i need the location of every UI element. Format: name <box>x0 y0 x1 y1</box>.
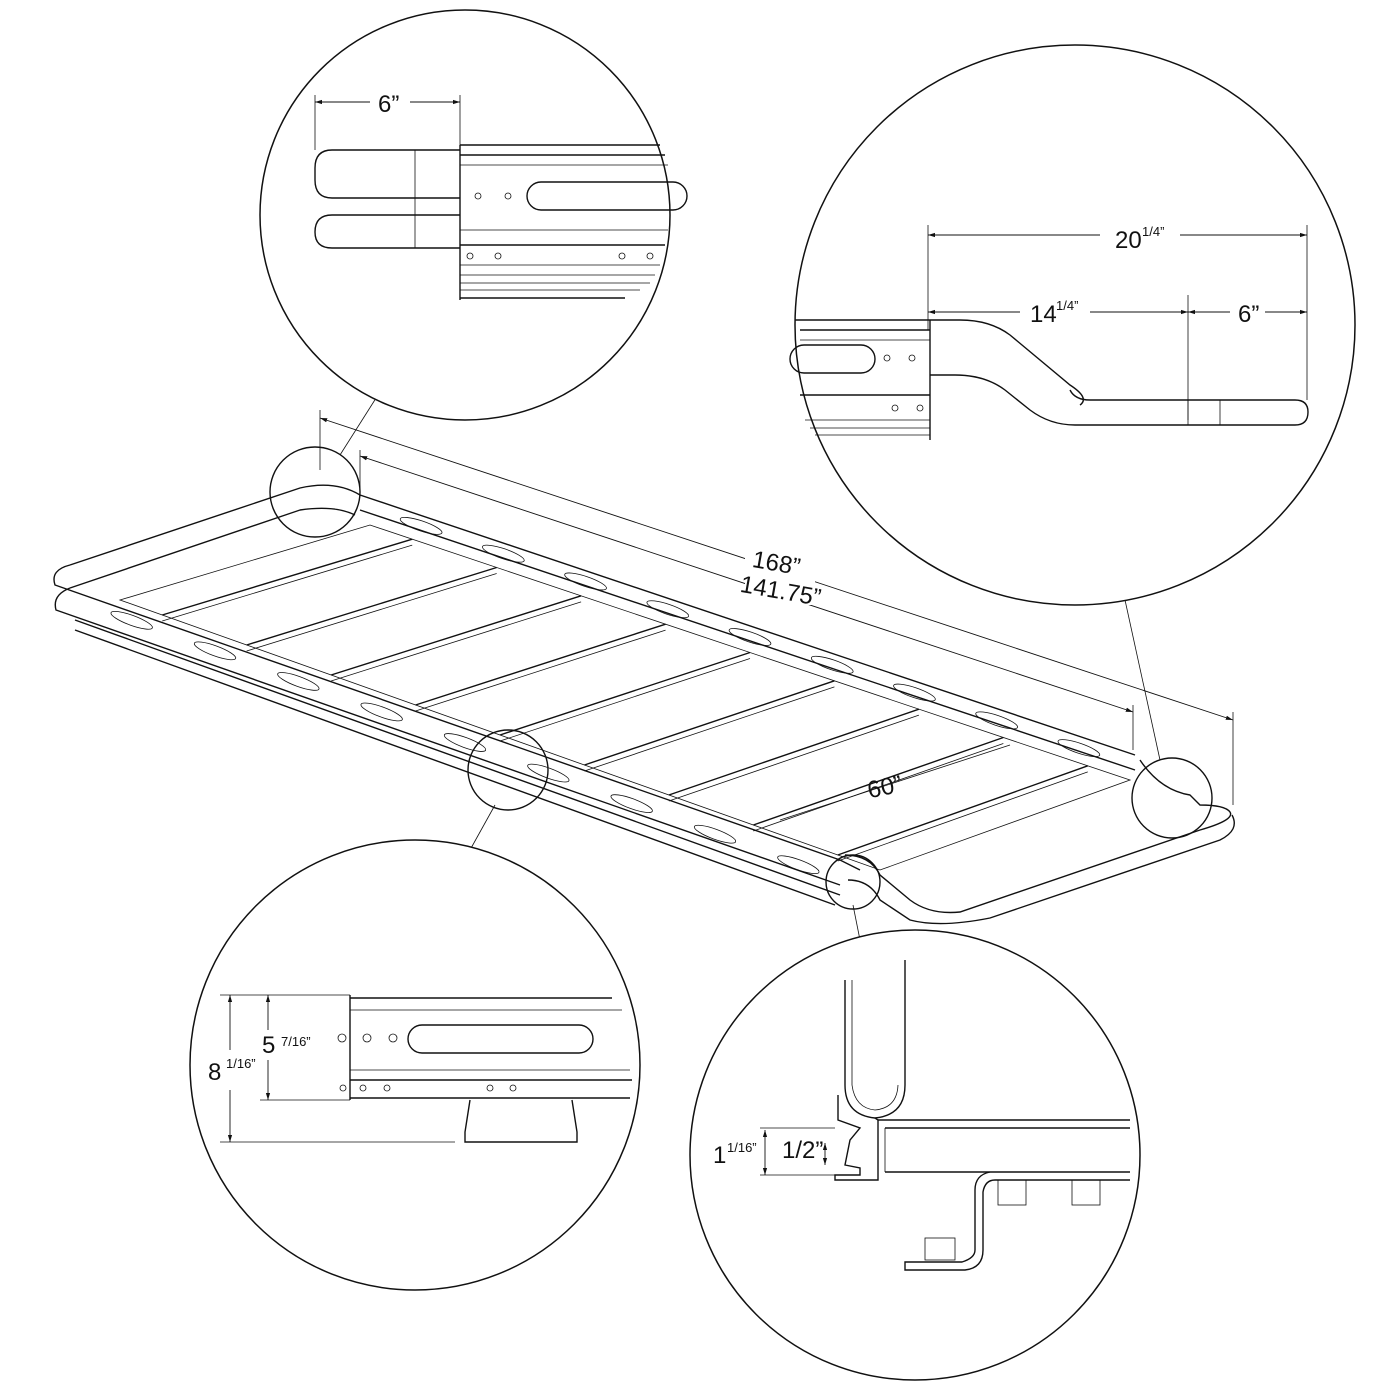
slot-width-label: 1/2” <box>782 1137 823 1164</box>
rail-height-whole: 5 <box>262 1032 275 1059</box>
detail-marker-corner <box>269 446 361 538</box>
crossbar <box>330 601 582 682</box>
detail-marker-bend <box>1131 757 1213 839</box>
detail-marker-profile <box>825 854 881 910</box>
overall-height-whole: 8 <box>208 1059 221 1086</box>
crossbar <box>837 771 1088 862</box>
profile-height-whole: 1 <box>713 1142 726 1169</box>
profile-height-fraction: 1/16” <box>727 1140 757 1155</box>
rail-slot <box>564 572 607 591</box>
crossbar <box>246 566 497 646</box>
crossbar <box>668 714 920 802</box>
extension-label: 6” <box>378 91 399 118</box>
crossbar <box>584 680 835 766</box>
crossbar <box>753 743 1004 832</box>
total-length-fraction: 1/4” <box>1142 224 1164 239</box>
rail-slot <box>610 794 653 813</box>
rail-slot <box>193 641 237 661</box>
width-label: 60” <box>865 771 905 805</box>
bend-length-whole: 14 <box>1030 301 1057 328</box>
rail-slot <box>893 683 936 702</box>
detail-marker-foot <box>467 729 549 811</box>
main-dimensions: 168” 141.75” 60” <box>319 410 1234 821</box>
bend-length-fraction: 1/4” <box>1056 298 1078 313</box>
rail-slot <box>360 702 403 722</box>
crossbar <box>584 686 835 772</box>
crossbar <box>837 765 1089 856</box>
rail-slot <box>646 600 690 619</box>
rail-slot <box>975 711 1018 730</box>
rail-slot <box>777 855 820 875</box>
rail-slot <box>110 610 153 630</box>
rail-slot <box>1057 739 1101 757</box>
rail-slot <box>482 544 525 563</box>
crossbar <box>668 708 920 796</box>
overall-height-fraction: 1/16” <box>226 1056 256 1071</box>
crossbar <box>162 538 413 616</box>
detail-bottom-right: 1 1/16” 1/2” <box>689 929 1141 1381</box>
crossbar <box>246 573 497 652</box>
rail-height-fraction: 7/16” <box>281 1034 311 1049</box>
total-length-whole: 20 <box>1115 227 1142 254</box>
rail-slot <box>728 628 772 646</box>
crossbar <box>753 736 1004 826</box>
rail-slot <box>810 655 854 674</box>
detail-top-right: 20 1/4” 14 1/4” 6” <box>789 44 1356 606</box>
detail-bottom-left: 8 1/16” 5 7/16” <box>189 839 641 1291</box>
crossbar <box>162 544 413 622</box>
rail-slot <box>693 824 737 844</box>
crossbar <box>499 658 751 742</box>
rail-slot <box>443 733 487 752</box>
straight-length-label: 6” <box>1238 301 1259 328</box>
rail-slot <box>277 672 320 691</box>
detail-top-left: 6” <box>259 9 688 421</box>
